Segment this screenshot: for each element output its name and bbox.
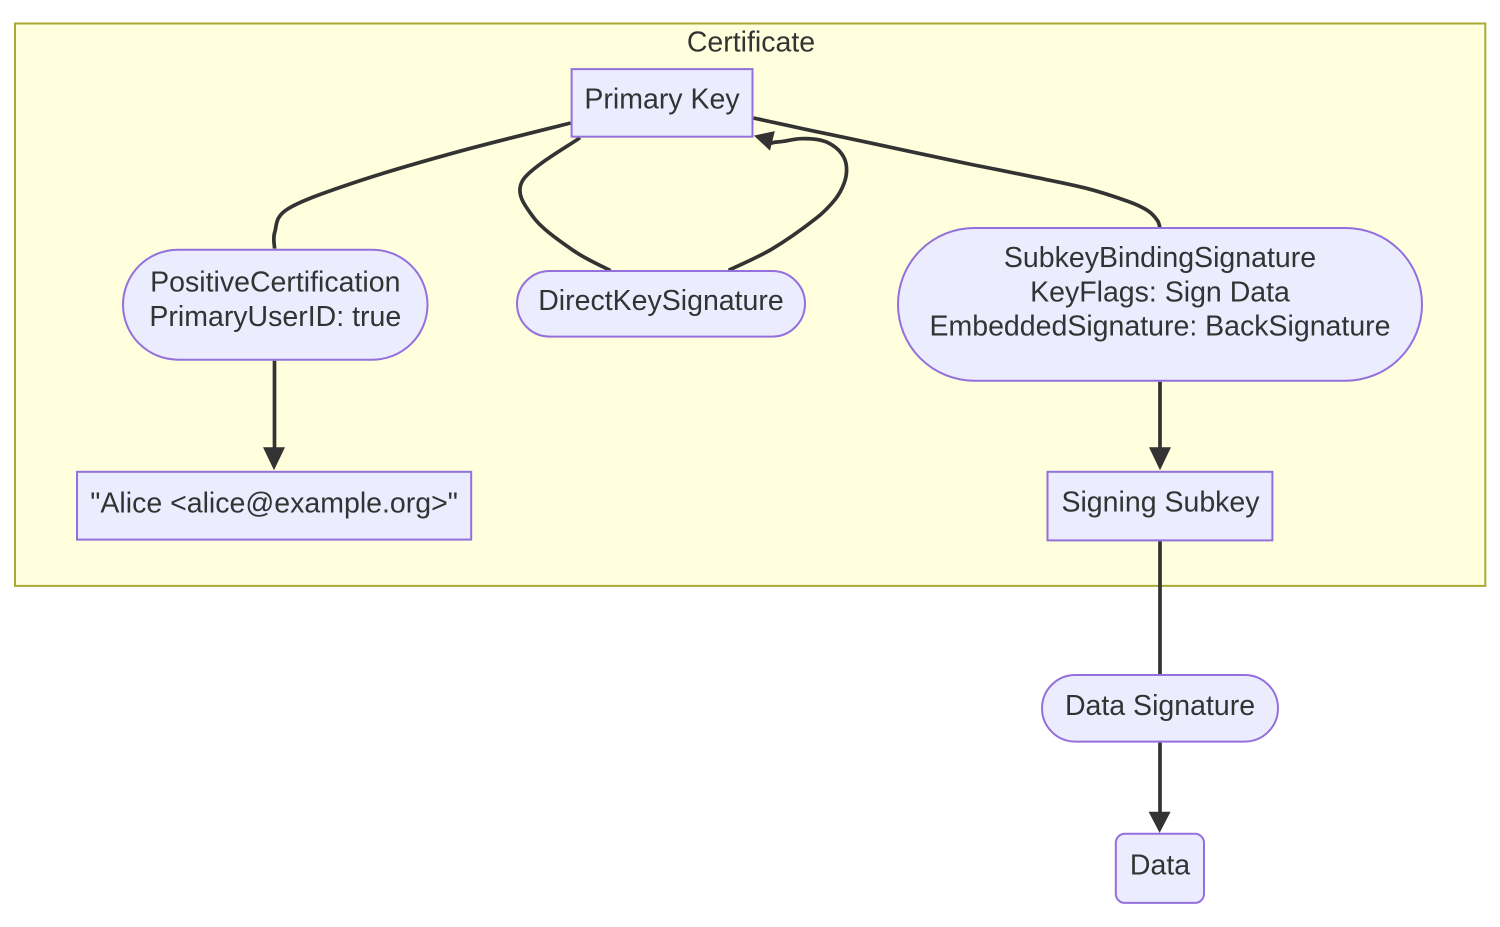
svg-text:PositiveCertification: PositiveCertification [150, 266, 400, 298]
svg-text:EmbeddedSignature: BackSignatu: EmbeddedSignature: BackSignature [929, 311, 1390, 343]
svg-text:PrimaryUserID: true: PrimaryUserID: true [149, 301, 401, 333]
svg-text:DirectKeySignature: DirectKeySignature [538, 285, 784, 317]
svg-text:Certificate: Certificate [687, 26, 815, 58]
svg-text:Data Signature: Data Signature [1065, 690, 1255, 722]
svg-text:KeyFlags: Sign Data: KeyFlags: Sign Data [1030, 276, 1290, 308]
svg-text:SubkeyBindingSignature: SubkeyBindingSignature [1004, 242, 1316, 274]
svg-text:Data: Data [1130, 850, 1190, 882]
svg-text:Signing Subkey: Signing Subkey [1061, 487, 1260, 519]
svg-text:Primary Key: Primary Key [584, 83, 740, 115]
svg-text:"Alice <alice@example.org>": "Alice <alice@example.org>" [90, 488, 458, 520]
